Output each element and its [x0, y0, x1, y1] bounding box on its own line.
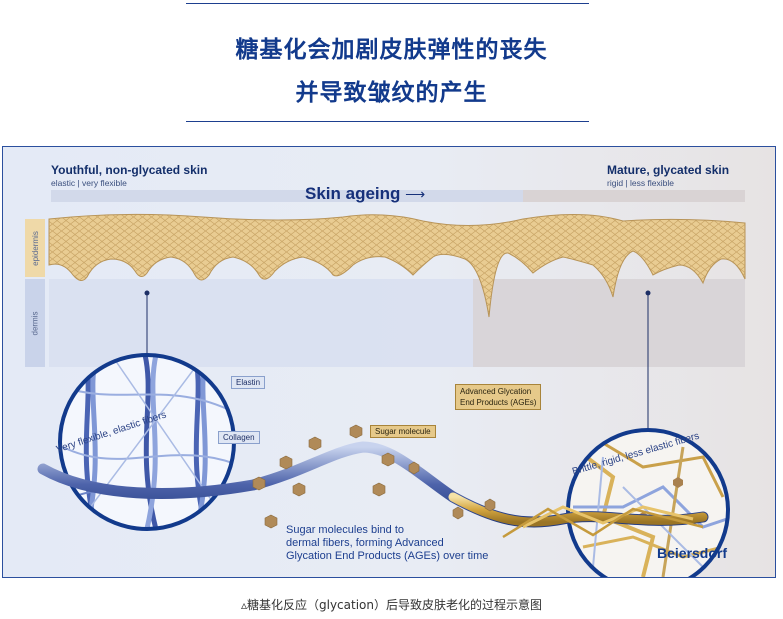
elastin-tag: Elastin [231, 376, 266, 389]
sugar-molecules [252, 424, 496, 529]
collagen-tag: Collagen [218, 431, 260, 444]
binding-description: Sugar molecules bind to dermal fibers, f… [286, 524, 489, 562]
headline-line-1: 糖基化会加剧皮肤弹性的丧失 [235, 37, 548, 63]
sugar-molecule-tag: Sugar molecule [370, 425, 436, 438]
top-rule [186, 3, 589, 4]
headline-line-2: 并导致皱纹的产生 [295, 80, 488, 106]
left-title: Youthful, non-glycated skin [51, 163, 208, 177]
brand-logo: Beiersdorf [657, 545, 728, 561]
left-subtitle: elastic | very flexible [51, 178, 127, 188]
figure-caption: ▵糖基化反应（glycation）后导致皮肤老化的过程示意图 [240, 598, 542, 612]
right-title: Mature, glycated skin [607, 163, 730, 177]
bottom-rule [186, 121, 589, 122]
diagram-artwork [25, 190, 746, 577]
ageing-label: Skin ageing ⟶ [305, 184, 426, 203]
ages-tag: Advanced Glycation End Products (AGEs) [455, 384, 542, 410]
arrow-right-icon: ⟶ [405, 186, 426, 202]
dermis-tab: dermis [30, 310, 40, 336]
glycation-diagram: Youthful, non-glycated skin elastic | ve… [2, 146, 776, 578]
right-subtitle: rigid | less flexible [607, 178, 674, 188]
epidermis-tab: epidermis [30, 230, 40, 266]
epidermis-layer [48, 213, 746, 318]
